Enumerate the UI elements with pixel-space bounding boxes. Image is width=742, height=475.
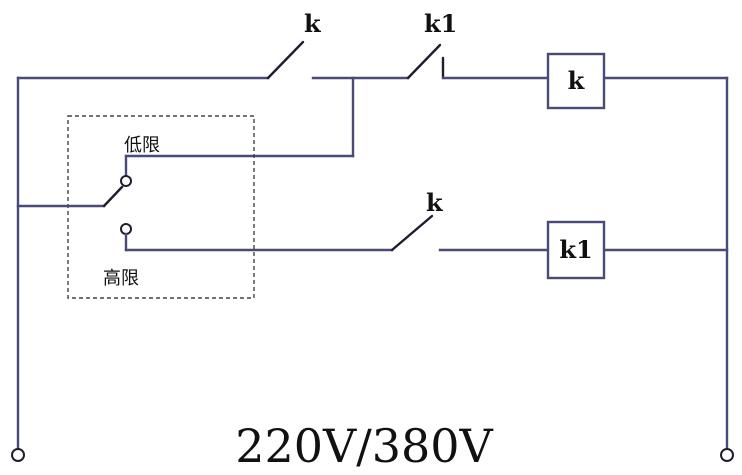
switch-k-top-label: k [304, 9, 322, 38]
coil-k [546, 52, 606, 110]
coil-k-label: k [568, 66, 586, 95]
low-limit-label: 低限 [124, 135, 160, 156]
switch-k-top [266, 40, 305, 80]
right-supply-terminal [720, 448, 734, 462]
right-supply-rail [602, 76, 729, 450]
voltage-label: 220V/380V [235, 419, 493, 473]
switch-k1-top-label: k1 [424, 9, 457, 38]
low-limit-terminal [120, 175, 132, 187]
switch-k1-top [406, 43, 550, 80]
switch-k-bottom [390, 214, 550, 252]
limit-selector-switch [16, 154, 394, 252]
junction-wire [124, 76, 410, 158]
high-limit-label: 高限 [103, 268, 139, 289]
switch-k-bottom-label: k [426, 188, 444, 217]
coil-k1-label: k1 [559, 235, 592, 264]
left-supply-rail [16, 76, 270, 450]
high-limit-terminal [120, 223, 132, 235]
coil-k1 [546, 220, 606, 280]
left-supply-terminal [11, 448, 25, 462]
